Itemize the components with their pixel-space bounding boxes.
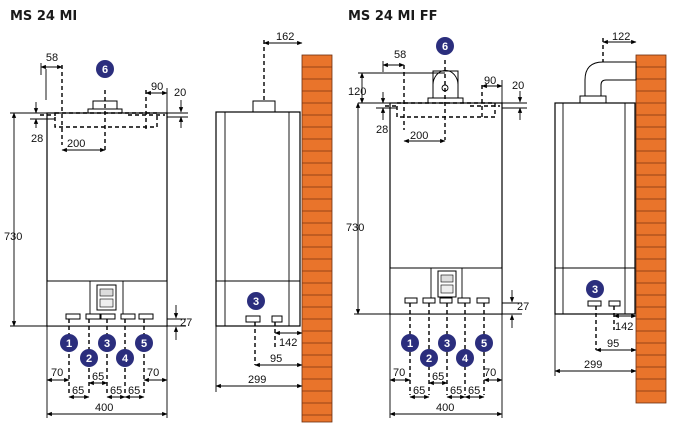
side-view: 122 142 95 299 3 xyxy=(554,31,667,404)
mounting-bracket xyxy=(396,102,496,118)
badge-1: 1 xyxy=(60,334,78,352)
svg-text:5: 5 xyxy=(481,338,487,350)
badge-2: 2 xyxy=(420,349,438,367)
dim-58: 58 xyxy=(46,52,58,64)
svg-text:4: 4 xyxy=(122,353,129,365)
dim-28: 28 xyxy=(376,124,388,136)
dim-65-c: 65 xyxy=(110,385,122,397)
badge-4: 4 xyxy=(116,349,134,367)
boiler-body-side xyxy=(554,102,636,315)
svg-text:6: 6 xyxy=(442,41,448,53)
dim-142: 142 xyxy=(615,321,633,333)
svg-text:2: 2 xyxy=(426,353,432,365)
svg-text:5: 5 xyxy=(141,338,147,350)
dim-65-mid: 65 xyxy=(92,371,104,383)
dim-200: 200 xyxy=(67,138,85,150)
badge-6: 6 xyxy=(436,37,454,55)
front-view: 58 90 20 28 200 730 xyxy=(4,52,192,418)
mounting-bracket xyxy=(54,112,158,128)
dim-65-mid: 65 xyxy=(432,371,444,383)
badge-4: 4 xyxy=(456,349,474,367)
svg-text:2: 2 xyxy=(86,353,92,365)
badge-5: 5 xyxy=(475,334,493,352)
dim-299: 299 xyxy=(248,374,266,386)
dim-65-d: 65 xyxy=(128,385,140,397)
connection-stubs xyxy=(65,313,154,320)
side-view: 162 142 95 299 3 xyxy=(215,31,333,423)
dim-142: 142 xyxy=(279,337,297,349)
dim-70-left: 70 xyxy=(51,367,63,379)
dim-27: 27 xyxy=(180,317,192,329)
dim-162: 162 xyxy=(276,31,294,43)
dim-400: 400 xyxy=(436,402,454,414)
badge-6: 6 xyxy=(96,60,114,78)
badge-1: 1 xyxy=(401,334,419,352)
brick-wall xyxy=(301,54,333,423)
dim-299: 299 xyxy=(584,359,602,371)
diagram-ms24mi: MS 24 MI xyxy=(4,9,333,423)
flue-outlet-side xyxy=(252,100,276,113)
dim-65-a: 65 xyxy=(413,385,425,397)
diagram-title: MS 24 MI xyxy=(10,9,77,24)
dim-730: 730 xyxy=(4,231,22,243)
svg-text:3: 3 xyxy=(444,338,450,350)
dim-730: 730 xyxy=(346,222,364,234)
dim-122: 122 xyxy=(612,31,630,43)
dim-90: 90 xyxy=(151,81,163,93)
dim-65-c: 65 xyxy=(450,385,462,397)
svg-text:3: 3 xyxy=(104,338,110,350)
svg-text:1: 1 xyxy=(407,338,413,350)
dim-70-right: 70 xyxy=(484,367,496,379)
dim-95: 95 xyxy=(607,338,619,350)
dim-65-d: 65 xyxy=(468,385,480,397)
svg-text:3: 3 xyxy=(592,284,598,296)
badge-5: 5 xyxy=(135,334,153,352)
dim-120: 120 xyxy=(348,86,366,98)
dim-200: 200 xyxy=(410,130,428,142)
diagram-ms24mi-ff: MS 24 MI FF xyxy=(346,9,667,418)
dim-65-a: 65 xyxy=(72,385,84,397)
svg-text:1: 1 xyxy=(66,338,72,350)
badge-3-side: 3 xyxy=(586,280,604,298)
svg-text:4: 4 xyxy=(462,353,469,365)
dim-28: 28 xyxy=(31,133,43,145)
dim-95: 95 xyxy=(270,353,282,365)
connection-stubs xyxy=(404,297,490,304)
dim-58: 58 xyxy=(394,49,406,61)
badge-2: 2 xyxy=(80,349,98,367)
dim-70-right: 70 xyxy=(147,367,159,379)
dim-70-left: 70 xyxy=(393,367,405,379)
dim-27: 27 xyxy=(517,301,529,313)
flue-elbow-side xyxy=(584,61,637,99)
dim-90: 90 xyxy=(484,75,496,87)
boiler-body-side xyxy=(215,111,301,327)
brick-wall xyxy=(635,54,667,404)
dim-400: 400 xyxy=(95,402,113,414)
front-view: 58 120 28 90 20 200 xyxy=(346,37,529,418)
diagram-title: MS 24 MI FF xyxy=(348,9,438,24)
dim-20: 20 xyxy=(174,87,186,99)
badge-3: 3 xyxy=(438,334,456,352)
svg-text:3: 3 xyxy=(253,296,259,308)
dim-20: 20 xyxy=(512,80,524,92)
badge-3: 3 xyxy=(98,334,116,352)
badge-3-side: 3 xyxy=(247,292,265,310)
svg-text:6: 6 xyxy=(102,64,108,76)
